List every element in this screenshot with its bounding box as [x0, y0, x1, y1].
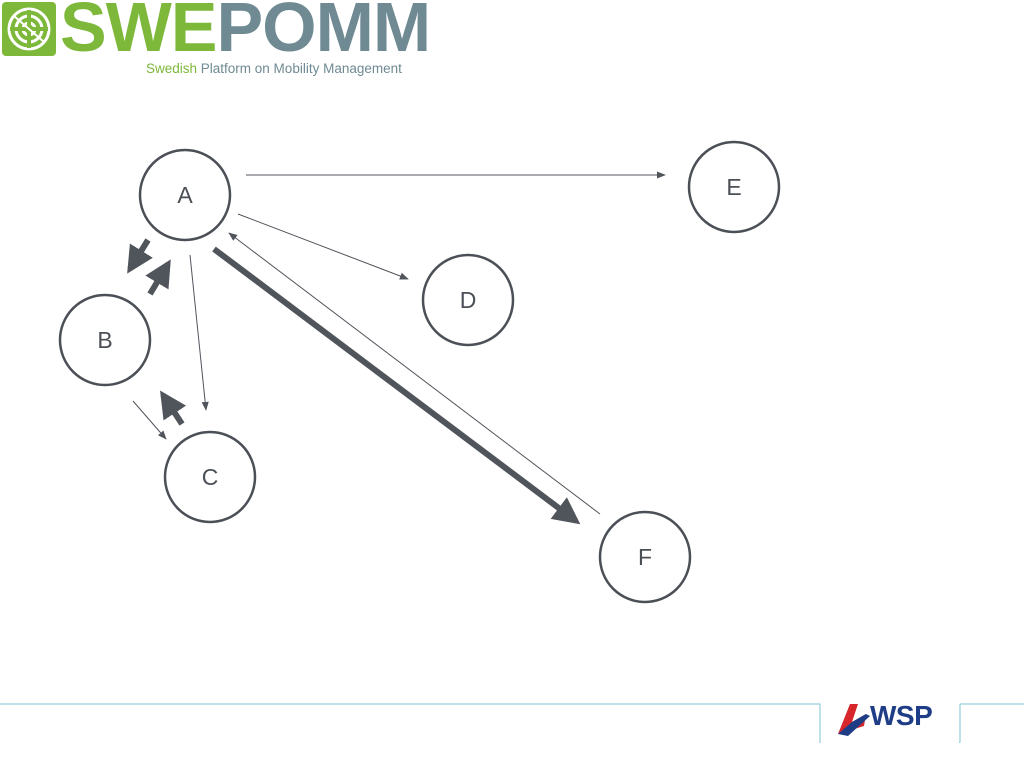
tagline-highlight: Swedish — [146, 61, 198, 76]
node-b-label: B — [97, 327, 112, 353]
node-e: E — [687, 140, 781, 234]
tagline-rest: Platform on Mobility Management — [197, 61, 402, 76]
wsp-wordmark: WSP — [870, 700, 933, 731]
edge-b-to-a — [145, 259, 171, 296]
node-f-label: F — [638, 544, 652, 570]
edge-f-to-a — [228, 232, 601, 515]
edge-a-to-b — [127, 238, 153, 274]
node-a: A — [138, 148, 232, 242]
node-c-label: C — [202, 464, 219, 490]
node-f: F — [598, 510, 692, 604]
footer-rule — [0, 703, 1024, 743]
swepomm-emblem-icon — [2, 2, 56, 56]
node-d: D — [421, 253, 515, 347]
wsp-mark-icon — [838, 704, 870, 736]
node-e-label: E — [726, 174, 741, 200]
node-c: C — [163, 430, 257, 524]
brand-name-part2: POMM — [216, 0, 431, 66]
brand-wordmark: SWEPOMM — [60, 0, 431, 62]
edge-b-to-c — [132, 400, 167, 440]
edge-a-to-d — [237, 213, 409, 280]
node-a-label: A — [177, 182, 193, 208]
brand-name-part1: SWE — [60, 0, 217, 66]
swepomm-logo: SWEPOMM Swedish Platform on Mobility Man… — [0, 0, 460, 80]
edge-a-to-c — [189, 254, 209, 411]
brand-tagline: Swedish Platform on Mobility Management — [146, 61, 402, 76]
node-d-label: D — [460, 287, 477, 313]
edge-a-to-f — [212, 246, 581, 525]
node-b: B — [58, 293, 152, 387]
edge-c-to-b — [160, 390, 187, 426]
